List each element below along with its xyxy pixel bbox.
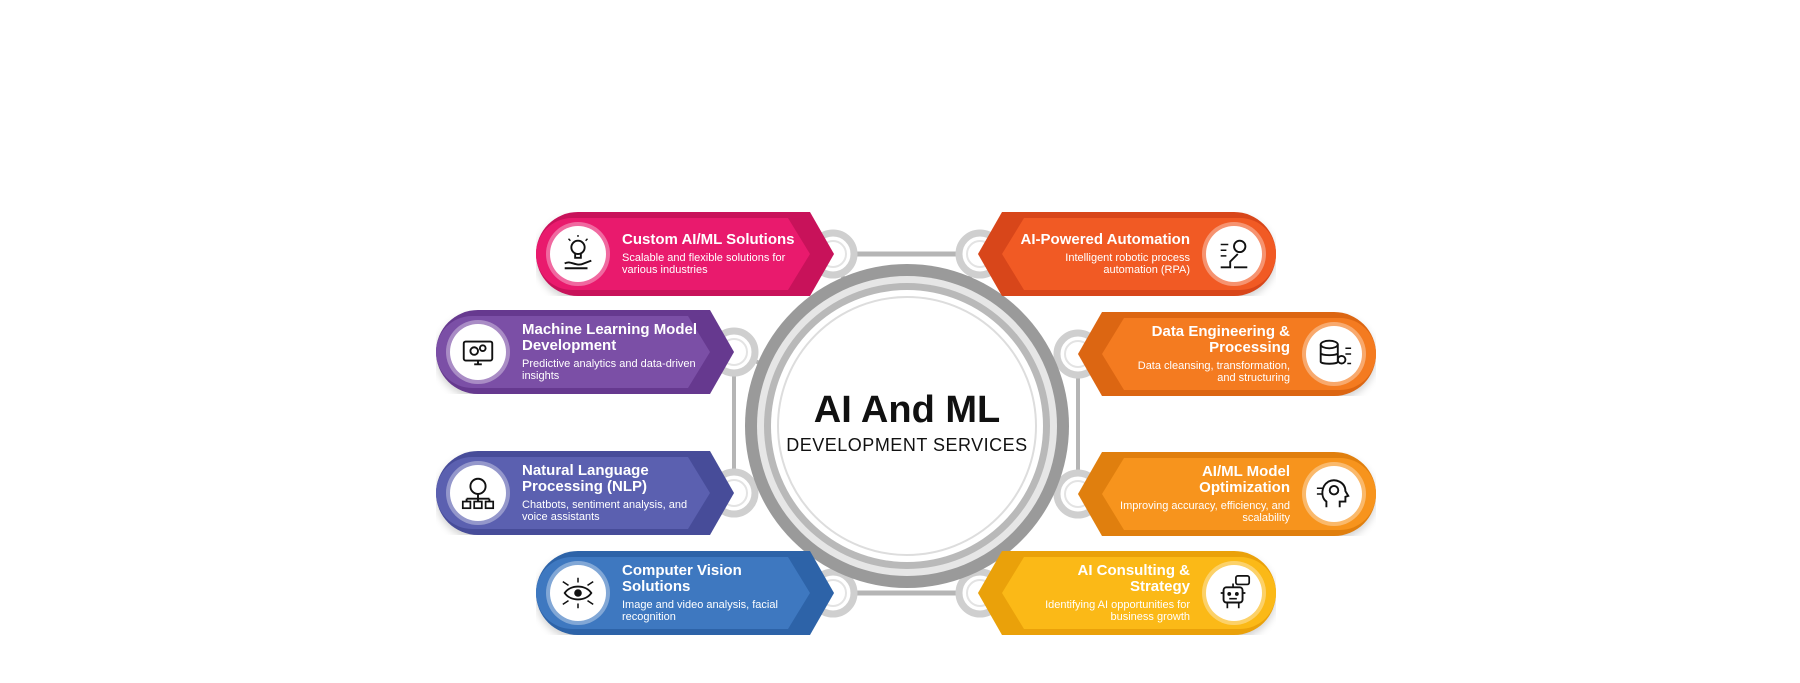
service-card-computer-vision: Computer Vision Solutions Image and vide… <box>536 551 834 635</box>
service-title: AI Consulting & Strategy <box>1077 561 1191 595</box>
service-title: Data Engineering & Processing <box>1151 322 1290 356</box>
head-gear-icon <box>1316 479 1350 508</box>
icon-badge <box>1206 565 1262 621</box>
service-description: Intelligent robotic process automation (… <box>1065 251 1190 277</box>
service-card-ml-model-development: Machine Learning Model Development Predi… <box>436 310 734 394</box>
robot-chat-icon <box>1220 575 1251 609</box>
nlp-network-icon <box>459 474 497 512</box>
service-title: Natural Language Processing (NLP) <box>522 461 649 495</box>
service-card-ai-automation: AI-Powered Automation Intelligent roboti… <box>978 212 1276 296</box>
center-ring <box>745 264 1069 588</box>
service-description: Scalable and flexible solutions for vari… <box>622 251 786 276</box>
eye-circuit-icon <box>559 574 597 612</box>
service-description: Image and video analysis, facial recogni… <box>622 598 778 623</box>
icon-badge <box>1306 466 1362 522</box>
robot-arm-icon <box>1220 239 1248 269</box>
icon-badge <box>450 324 506 380</box>
monitor-gears-icon <box>459 333 497 371</box>
database-gear-icon <box>1319 339 1352 365</box>
icon-badge <box>450 465 506 521</box>
service-description: Identifying AI opportunities for busines… <box>1045 598 1190 624</box>
service-description: Predictive analytics and data-driven ins… <box>522 357 696 382</box>
service-title: Computer Vision Solutions <box>622 561 742 595</box>
center-title: AI And ML <box>814 389 1000 431</box>
icon-badge <box>550 565 606 621</box>
service-title: Custom AI/ML Solutions <box>622 230 795 248</box>
icon-badge <box>550 226 606 282</box>
center-subtitle: DEVELOPMENT SERVICES <box>786 435 1027 455</box>
service-description: Chatbots, sentiment analysis, and voice … <box>522 498 688 523</box>
service-description: Improving accuracy, efficiency, and scal… <box>1120 499 1290 525</box>
service-title: AI/ML Model Optimization <box>1199 462 1290 496</box>
idea-hand-icon <box>559 235 597 273</box>
icon-badge <box>1306 326 1362 382</box>
service-description: Data cleansing, transformation, and stru… <box>1137 359 1290 385</box>
service-title: Machine Learning Model Development <box>522 320 698 354</box>
service-card-model-optimization: AI/ML Model Optimization Improving accur… <box>1078 452 1376 536</box>
service-card-nlp: Natural Language Processing (NLP) Chatbo… <box>436 451 734 535</box>
service-card-ai-consulting: AI Consulting & Strategy Identifying AI … <box>978 551 1276 635</box>
service-title: AI-Powered Automation <box>1020 230 1190 248</box>
service-card-custom-ai-ml: Custom AI/ML Solutions Scalable and flex… <box>536 212 834 296</box>
icon-badge <box>1206 226 1262 282</box>
service-card-data-engineering: Data Engineering & Processing Data clean… <box>1078 312 1376 396</box>
